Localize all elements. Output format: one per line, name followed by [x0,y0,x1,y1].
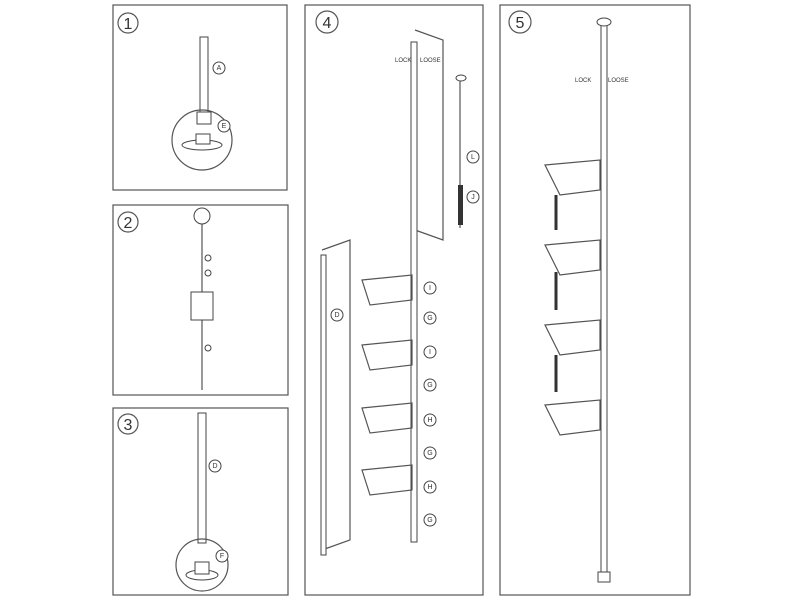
step-4-panel: 4 LOCK LOOSE L J D I G I G H G H G [304,4,484,596]
lock-label: LOCK [575,78,591,84]
part-label: A [217,65,222,72]
step-3-panel: 3 D F [112,407,289,596]
part-label: G [427,450,432,457]
step-number: 5 [516,15,525,32]
part-label: H [427,417,432,424]
step-number: 4 [323,15,332,32]
part-label: E [222,123,227,130]
loose-label: LOOSE [420,58,441,64]
part-label: D [212,463,217,470]
part-label: D [334,312,339,319]
step-number: 3 [124,417,133,434]
part-label: L [471,154,475,161]
part-label: G [427,517,432,524]
lock-label: LOCK [395,58,411,64]
part-label: I [429,349,431,356]
step-2-panel: 2 [112,204,289,396]
step-1-panel: 1 A E [112,4,288,191]
part-label: H [427,484,432,491]
step-number: 2 [124,215,133,232]
step-5-panel: 5 LOCK LOOSE [499,4,691,596]
part-label: G [427,382,432,389]
loose-label: LOOSE [608,78,629,84]
part-label: G [427,315,432,322]
part-label: F [220,553,224,560]
step-number: 1 [124,16,133,33]
part-label: I [429,285,431,292]
part-label: J [471,194,475,201]
